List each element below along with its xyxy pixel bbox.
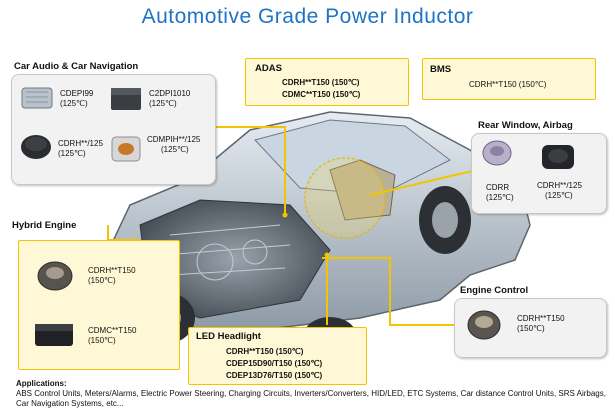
led-headlight-title: LED Headlight: [196, 331, 261, 342]
led-headlight-line-2: CDEP15D90/T150 (150℃): [226, 359, 323, 368]
car-audio-title: Car Audio & Car Navigation: [14, 61, 139, 72]
bms-title: BMS: [430, 64, 452, 75]
cdrh-t150-hybrid-label: CDRH**T150 (150℃): [88, 266, 136, 285]
cdrr-label: CDRR (125℃): [486, 183, 514, 202]
cdrh-t150-hybrid-inductor-image: [37, 261, 73, 291]
applications-block: Applications: ABS Control Units, Meters/…: [16, 379, 611, 409]
led-headlight-line-3: CDEP13D76/T150 (150℃): [226, 371, 323, 380]
cdepi99-inductor-image: [21, 87, 53, 109]
bms-panel: [422, 58, 596, 100]
hybrid-engine-title: Hybrid Engine: [12, 220, 77, 231]
cdrh125-inductor-image: [21, 135, 51, 159]
cdrh125-rear-label: CDRH**/125 (125℃): [537, 181, 582, 200]
bms-line-1: CDRH**T150 (150℃): [469, 80, 547, 89]
cdrh-t150-engine-inductor-image: [467, 310, 501, 340]
adas-line-2: CDMC**T150 (150℃): [282, 90, 361, 99]
cdmpih125-label: CDMPIH**/125 (125℃): [147, 135, 201, 154]
adas-line-1: CDRH**T150 (150℃): [282, 78, 360, 87]
cdmpih125-inductor-image: [111, 136, 141, 162]
adas-panel: [245, 58, 409, 106]
led-headlight-panel: [188, 327, 367, 385]
cdrh125-rear-inductor-image: [542, 145, 574, 169]
cdrr-inductor-image: [482, 140, 512, 166]
page-title: Automotive Grade Power Inductor: [141, 5, 474, 28]
cdepi99-label: CDEPI99 (125℃): [60, 89, 94, 108]
hybrid-engine-panel: [18, 240, 180, 370]
cdmc-t150-hybrid-label: CDMC**T150 (150℃): [88, 326, 137, 345]
cdmc-t150-hybrid-inductor-image: [35, 324, 73, 346]
applications-heading: Applications:: [16, 379, 67, 388]
rear-window-title: Rear Window, Airbag: [478, 120, 573, 131]
c2dpi1010-inductor-image: [111, 88, 141, 110]
cdrh125-label: CDRH**/125 (125℃): [58, 139, 103, 158]
cdrh-t150-engine-label: CDRH**T150 (150℃): [517, 314, 565, 333]
adas-title: ADAS: [255, 63, 282, 74]
led-headlight-line-1: CDRH**T150 (150℃): [226, 347, 304, 356]
c2dpi1010-label: C2DPI1010 (125℃): [149, 89, 191, 108]
engine-control-title: Engine Control: [460, 285, 529, 296]
applications-text: ABS Control Units, Meters/Alarms, Electr…: [16, 389, 606, 408]
